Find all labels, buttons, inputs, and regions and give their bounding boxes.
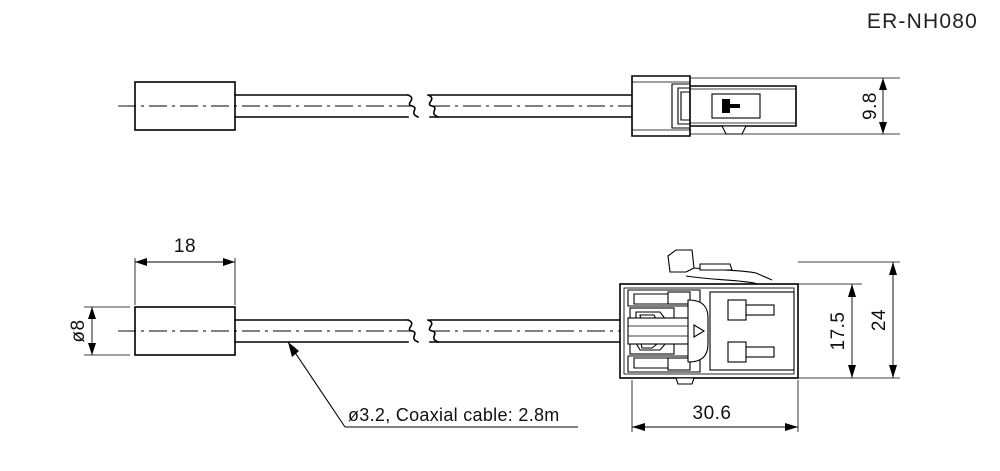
arrow-d8-down — [88, 343, 96, 355]
dim-label-24: 24 — [869, 309, 890, 331]
part-number-title: ER-NH080 — [866, 10, 978, 33]
connector-latch-inner-top — [677, 87, 691, 125]
arrow-9-8-down — [879, 122, 887, 134]
arrow-18-left — [135, 258, 147, 266]
dimension-diameter-8: ø8 — [68, 306, 130, 356]
dim-label-d8: ø8 — [68, 319, 89, 342]
connector-locating-nub — [675, 377, 695, 385]
bottom-view-group: 18 ø8 — [68, 236, 900, 432]
dim-label-18: 18 — [174, 236, 196, 257]
connector-key-block — [687, 299, 709, 363]
dimension-17-5: 17.5 — [828, 284, 856, 378]
latch-lever-rib — [699, 263, 733, 271]
arrow-17-5-down — [848, 365, 856, 378]
arrow-30-6-right — [785, 423, 798, 431]
arrow-d8-up — [88, 307, 96, 319]
latch-lever-head — [667, 249, 695, 273]
connector-tab-top — [721, 125, 747, 135]
connector-key-glyph-top — [722, 99, 740, 113]
connector-plan-group — [619, 249, 799, 385]
cable-note-leader — [287, 341, 346, 428]
arrow-30-6-left — [632, 423, 645, 431]
cable-note-arrow — [288, 342, 299, 357]
latch-lever-arm-lower — [685, 275, 771, 289]
dim-label-17-5: 17.5 — [828, 312, 849, 351]
dimension-18: 18 — [134, 236, 236, 305]
terminal-cavity-frame — [709, 291, 795, 371]
dim-label-30-6: 30.6 — [693, 403, 732, 424]
terminal-blade-2-head — [727, 341, 747, 363]
arrow-24-down — [889, 365, 897, 378]
dim-label-9-8: 9.8 — [860, 92, 881, 120]
terminal-blade-1-head — [727, 299, 747, 321]
polarity-triangle-marker — [693, 324, 706, 338]
cable-note-label: ø3.2, Coaxial cable: 2.8m — [348, 405, 560, 425]
connector-keyway-window-top — [711, 93, 761, 119]
cable-entry-block — [627, 317, 693, 345]
terminal-blade-2-stem — [745, 346, 775, 358]
terminal-blade-1-stem — [745, 304, 775, 316]
dimension-9-8: 9.8 — [860, 78, 887, 134]
top-view-group: 9.8 — [118, 75, 900, 137]
arrow-17-5-up — [848, 284, 856, 297]
connector-shelf-top-tab — [667, 291, 691, 305]
arrow-24-up — [889, 262, 897, 275]
arrow-9-8-up — [879, 78, 887, 90]
cable-note-group: ø3.2, Coaxial cable: 2.8m — [287, 341, 578, 428]
connector-shelf-bottom-tab — [667, 357, 691, 371]
arrow-18-right — [223, 258, 235, 266]
dimension-24: 24 — [869, 262, 897, 378]
connector-housing-top — [689, 85, 797, 127]
dimension-30-6: 30.6 — [631, 380, 799, 432]
